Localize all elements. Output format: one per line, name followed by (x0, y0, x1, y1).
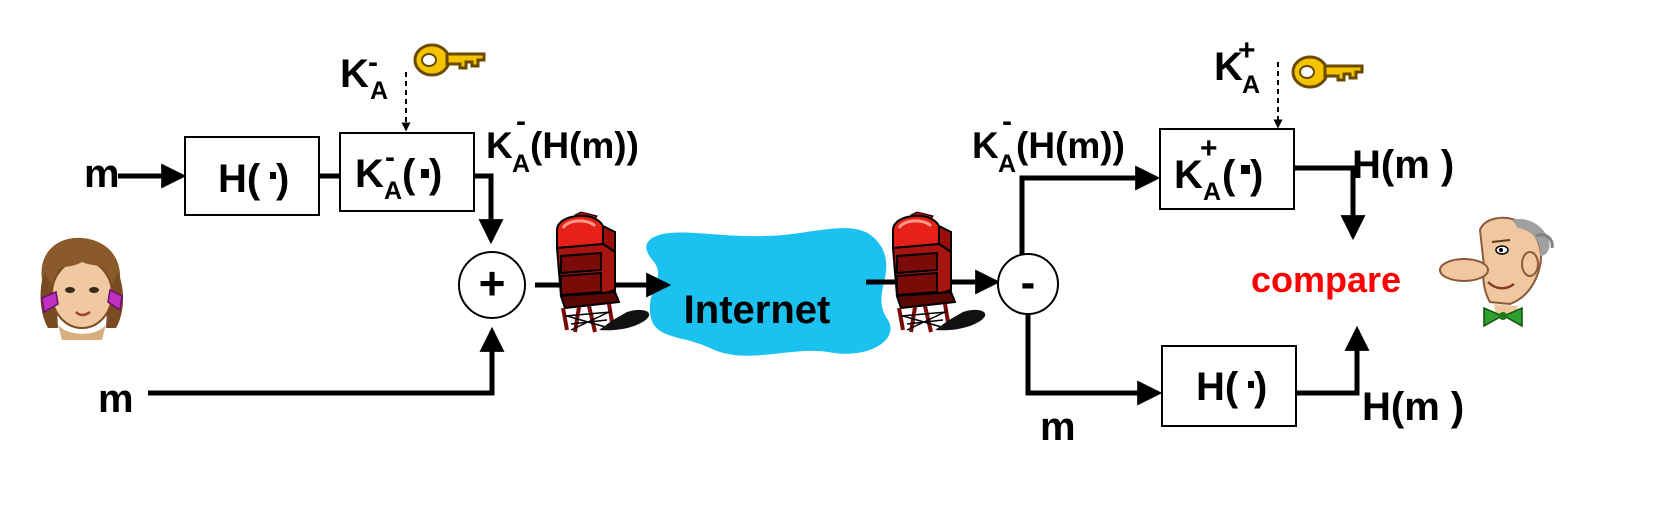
receiver-key-label-sub: A (1242, 71, 1260, 99)
private-key-icon (413, 43, 486, 77)
signed-label-sup: - (516, 105, 526, 138)
receiver-hash-close: ) (1254, 365, 1267, 409)
sender-m-bottom-label: m (98, 377, 134, 421)
sender-m-top-label: m (84, 152, 120, 196)
sign-box-sup: - (385, 141, 395, 174)
receiver-hash-box (1161, 345, 1297, 427)
receiver-key-label-k: K (1214, 45, 1243, 89)
hash-to-compare-arrow (1296, 325, 1370, 396)
minus-to-verify-arrow (1019, 165, 1161, 254)
alice-cartoon-icon (40, 237, 124, 340)
verify-box-sub: A (1203, 178, 1221, 206)
sender-key-label: K (340, 52, 369, 96)
sender-hash-dot (270, 172, 276, 179)
verify-box-k: K (1174, 153, 1203, 197)
verify-box-close: ) (1250, 153, 1263, 197)
verify-to-compare-arrow (1294, 165, 1366, 241)
hm-top-label: H(m ) (1352, 143, 1454, 187)
hm-bottom-label: H(m ) (1362, 385, 1464, 429)
minus-symbol: - (1021, 258, 1036, 307)
sender-hash-box (184, 136, 320, 216)
internet-cloud (646, 228, 891, 356)
received-signed-label-sub: A (998, 150, 1016, 178)
compare-label: compare (1251, 259, 1401, 300)
received-signed-label-rest: (H(m)) (1016, 125, 1125, 166)
minus-to-hash-arrow (1025, 314, 1163, 406)
verify-box-dot (1241, 165, 1250, 174)
concatenate-circle (458, 251, 526, 319)
sender-key-label-sup: - (368, 46, 378, 79)
sign-box-sub: A (384, 177, 402, 205)
mailbox-icon (891, 210, 988, 334)
sign-box-k: K (355, 152, 384, 196)
internet-label: Internet (684, 288, 831, 332)
receiver-hash-dot (1248, 381, 1254, 388)
sign-box-open: ( (402, 152, 416, 196)
signed-label-k: K (486, 125, 513, 166)
receiver-m-label: m (1040, 405, 1076, 449)
receiver-key-label-sup: + (1238, 34, 1256, 67)
received-signed-label-k: K (972, 125, 999, 166)
sign-to-plus-arrow (474, 173, 504, 245)
signed-label-sub: A (512, 150, 530, 178)
verify-box-sup: + (1200, 132, 1218, 165)
bob-cartoon-icon (1439, 216, 1554, 328)
received-signed-label-sup: - (1002, 105, 1012, 138)
sender-hash-close: ) (276, 157, 289, 201)
signed-label-rest: (H(m)) (530, 125, 639, 166)
receiver-hash-text: H( (1196, 365, 1239, 409)
mailbox-icon (555, 210, 652, 334)
public-key-icon (1291, 55, 1364, 89)
sender-sign-box (339, 132, 475, 212)
verify-box-open: ( (1222, 153, 1236, 197)
sender-key-label-sub: A (370, 77, 388, 105)
plus-symbol: + (479, 257, 506, 309)
sender-hash-text: H( (218, 157, 261, 201)
m-to-plus-arrow (148, 326, 505, 396)
sign-box-close: ) (429, 152, 442, 196)
sign-box-dot (421, 169, 429, 178)
